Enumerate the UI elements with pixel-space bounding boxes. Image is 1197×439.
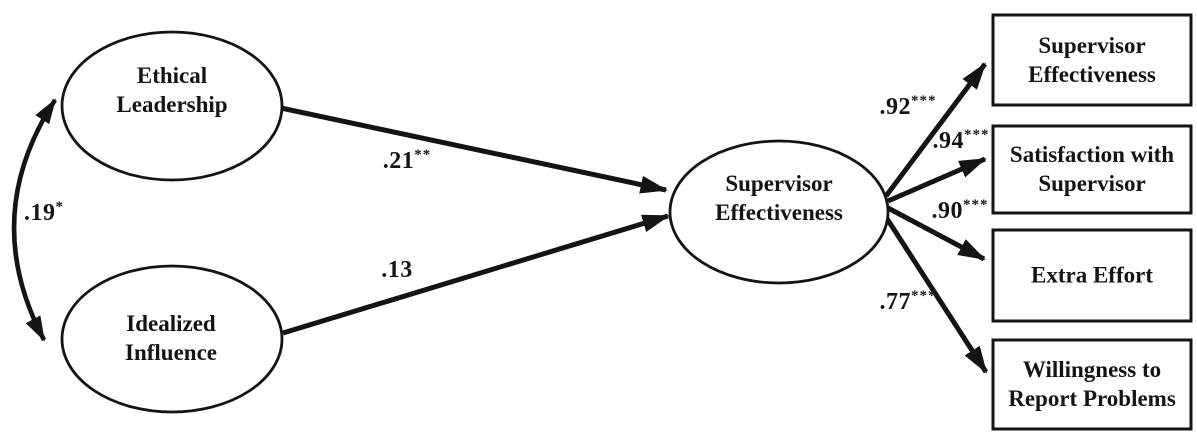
correlation-double-arrow — [11, 98, 57, 342]
ethical-leadership-label-line1: Ethical — [136, 62, 208, 88]
path-to-supervisor-effectiveness-box — [884, 62, 987, 198]
coefficient-idealized-to-supervisor: .13 — [381, 255, 413, 285]
coefficient-value: .13 — [381, 256, 413, 283]
significance-stars: *** — [964, 126, 990, 143]
coefficient-value: .94 — [932, 127, 964, 154]
outcome-label-line: Effectiveness — [1028, 62, 1156, 87]
outcome-supervisor-effectiveness-label: Supervisor Effectiveness — [1028, 31, 1156, 89]
supervisor-effectiveness-label-line2: Effectiveness — [715, 200, 843, 225]
supervisor-effectiveness-label-line1: Supervisor — [725, 170, 833, 196]
outcome-label-line: Willingness to — [1022, 356, 1162, 382]
outcome-label-line: Supervisor — [1038, 32, 1146, 58]
supervisor-effectiveness-ellipse — [668, 139, 890, 285]
outcome-label-line: Satisfaction with — [1009, 141, 1175, 167]
outcome-box-willingness — [991, 338, 1193, 431]
outcome-box-extra-effort — [991, 228, 1193, 323]
significance-stars: *** — [911, 287, 937, 304]
outcome-extra-effort-label: Extra Effort — [1031, 260, 1153, 289]
coefficient-value: .90 — [931, 197, 963, 224]
idealized-influence-label: Idealized Influence — [125, 309, 217, 367]
coefficient-correlation: .19* — [24, 198, 64, 228]
coefficient-value: .21 — [382, 147, 415, 174]
path-to-willingness-box — [881, 212, 989, 374]
idealized-influence-ellipse — [60, 264, 284, 414]
coefficient-to-extra-effort: .90*** — [932, 196, 989, 226]
path-ethical-to-supervisor — [280, 105, 668, 194]
outcome-willingness-label: Willingness to Report Problems — [1008, 355, 1176, 413]
significance-stars: ** — [414, 146, 432, 163]
idealized-influence-label-line1: Idealized — [126, 310, 216, 336]
coefficient-to-satisfaction: .94*** — [933, 126, 990, 156]
coefficient-ethical-to-supervisor: .21** — [383, 146, 432, 176]
coefficient-value: .77 — [879, 288, 911, 315]
outcome-box-satisfaction — [991, 124, 1193, 215]
supervisor-effectiveness-label: Supervisor Effectiveness — [715, 169, 843, 227]
coefficient-value: .92 — [879, 93, 911, 120]
path-to-extra-effort-box — [886, 205, 986, 262]
significance-stars: *** — [963, 196, 989, 213]
significance-stars: * — [55, 198, 64, 215]
coefficient-value: .19 — [24, 199, 56, 226]
coefficient-to-supervisor-effectiveness: .92*** — [880, 92, 937, 122]
outcome-satisfaction-label: Satisfaction with Supervisor — [1010, 140, 1174, 198]
outcome-box-supervisor-effectiveness — [991, 13, 1193, 107]
coefficient-to-willingness: .77*** — [880, 287, 937, 317]
path-to-satisfaction-box — [887, 156, 987, 204]
ethical-leadership-label: Ethical Leadership — [116, 61, 227, 119]
outcome-label-line: Supervisor — [1038, 171, 1146, 196]
significance-stars: *** — [911, 92, 937, 109]
ethical-leadership-label-line2: Leadership — [116, 92, 228, 117]
outcome-label-line: Extra Effort — [1031, 262, 1153, 288]
ethical-leadership-ellipse — [60, 30, 284, 182]
idealized-influence-label-line2: Influence — [125, 340, 217, 365]
outcome-label-line: Report Problems — [1008, 386, 1176, 411]
path-idealized-to-supervisor — [282, 213, 670, 336]
